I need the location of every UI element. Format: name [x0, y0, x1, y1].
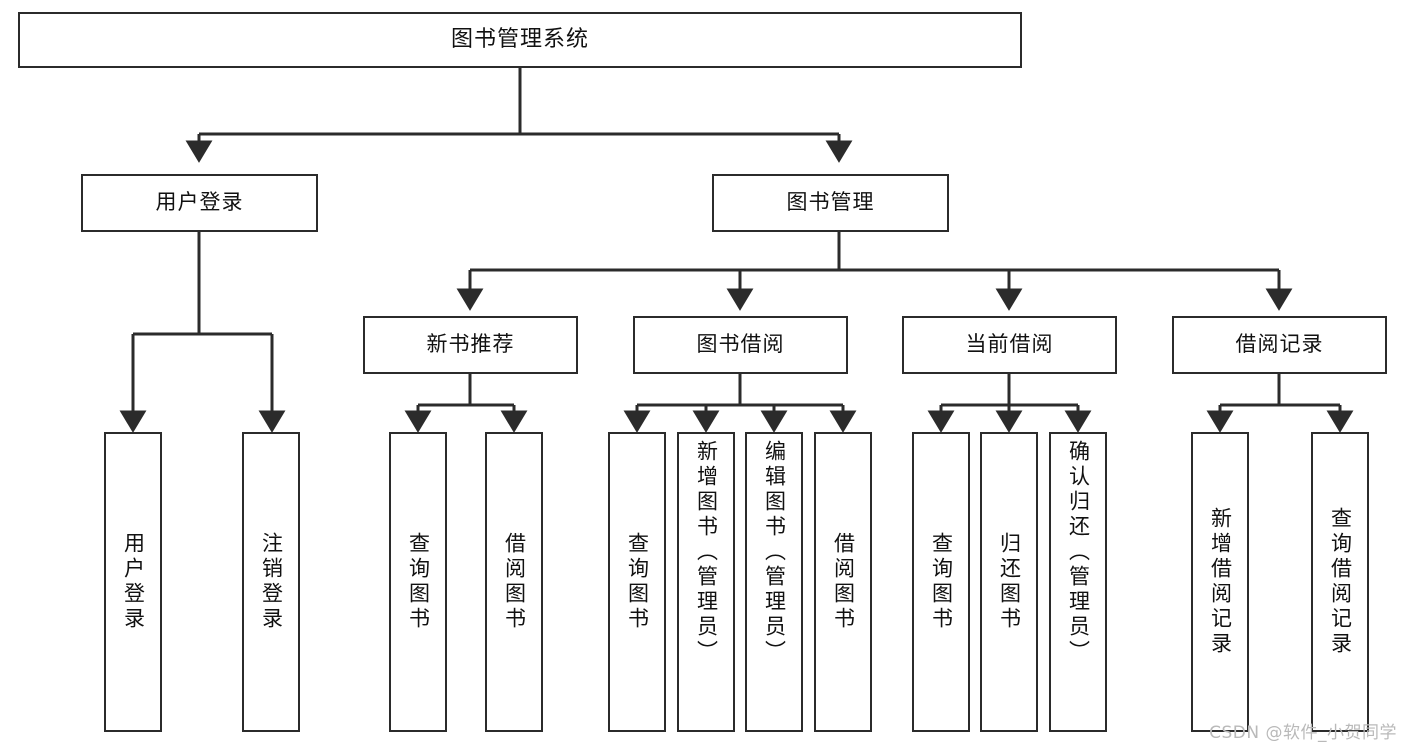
- node-borrow-record[interactable]: 借阅记录: [1172, 316, 1387, 374]
- node-new-book-recommendation[interactable]: 新书推荐: [363, 316, 578, 374]
- leaf-query-book-borrow[interactable]: 查询图书: [608, 432, 666, 732]
- leaf-logout[interactable]: 注销登录: [242, 432, 300, 732]
- node-book-manage[interactable]: 图书管理: [712, 174, 949, 232]
- leaf-borrow-book-recommendation[interactable]: 借阅图书: [485, 432, 543, 732]
- leaf-query-book-current[interactable]: 查询图书: [912, 432, 970, 732]
- node-user-login[interactable]: 用户登录: [81, 174, 318, 232]
- leaf-add-borrow-record[interactable]: 新增借阅记录: [1191, 432, 1249, 732]
- leaf-add-book-admin[interactable]: 新增图书（管理员）: [677, 432, 735, 732]
- leaf-user-login[interactable]: 用户登录: [104, 432, 162, 732]
- node-book-borrow[interactable]: 图书借阅: [633, 316, 848, 374]
- leaf-query-book-recommendation[interactable]: 查询图书: [389, 432, 447, 732]
- watermark-text: CSDN @软件_小贺同学: [1209, 723, 1397, 743]
- leaf-confirm-return-admin[interactable]: 确认归还（管理员）: [1049, 432, 1107, 732]
- leaf-borrow-book-borrow[interactable]: 借阅图书: [814, 432, 872, 732]
- node-root[interactable]: 图书管理系统: [18, 12, 1022, 68]
- leaf-edit-book-admin[interactable]: 编辑图书（管理员）: [745, 432, 803, 732]
- node-current-borrow[interactable]: 当前借阅: [902, 316, 1117, 374]
- leaf-return-book[interactable]: 归还图书: [980, 432, 1038, 732]
- leaf-query-borrow-record[interactable]: 查询借阅记录: [1311, 432, 1369, 732]
